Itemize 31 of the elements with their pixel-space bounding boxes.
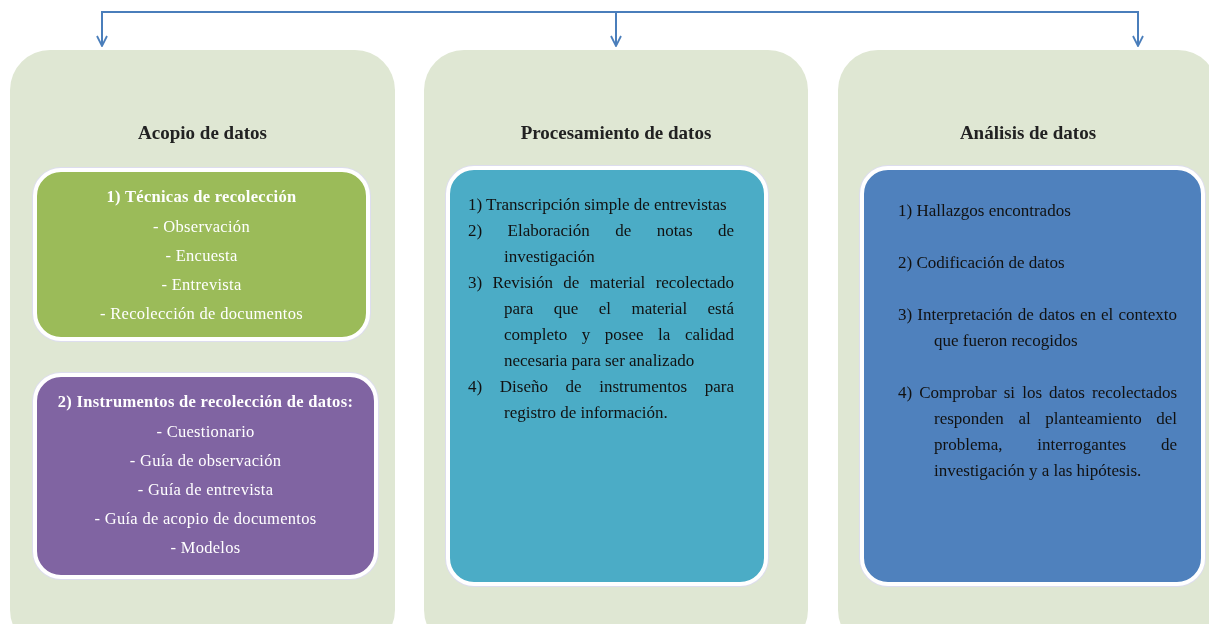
- list-item: - Cuestionario: [155, 421, 256, 443]
- column-panel: [838, 50, 1209, 624]
- content-box: [33, 168, 370, 341]
- list-item: - Guía de observación: [128, 450, 283, 472]
- list-item: - Modelos: [169, 537, 242, 559]
- panel-title: Procesamiento de datos: [519, 122, 713, 144]
- list-item: - Encuesta: [164, 245, 239, 267]
- content-box: [33, 373, 378, 579]
- list-item: 2) Elaboración de notas de investigación: [468, 220, 734, 268]
- list-item: 1) Transcripción simple de entrevistas: [468, 194, 728, 216]
- list-item: - Guía de entrevista: [136, 479, 275, 501]
- panel-title: Acopio de datos: [137, 122, 268, 144]
- arrow: [605, 11, 1144, 47]
- column-panel: [424, 50, 808, 624]
- list-item: - Observación: [152, 216, 251, 238]
- list-item: 4) Comprobar si los datos recolectados responden al planteamiento del problema, interrogantes de investigación y a las hipótesis.: [898, 382, 1177, 482]
- box-heading: 1) Técnicas de recolección: [105, 186, 298, 208]
- list-item: - Guía de acopio de documentos: [93, 508, 318, 530]
- content-box: [860, 166, 1205, 586]
- panel-title: Análisis de datos: [958, 122, 1098, 144]
- column-panel: [10, 50, 395, 624]
- list-item: - Recolección de documentos: [99, 303, 304, 325]
- list-item: 2) Codificación de datos: [898, 252, 1066, 274]
- list-item: 1) Hallazgos encontrados: [898, 200, 1072, 222]
- list-item: 3) Revisión de material recolectado para que el material está completo y posee la calidad necesaria para ser analizado: [468, 272, 734, 372]
- list-item: 4) Diseño de instrumentos para registro de información.: [468, 376, 734, 424]
- arrow: [96, 11, 607, 47]
- box-heading: 2) Instrumentos de recolección de datos:: [56, 391, 355, 413]
- list-item: 3) Interpretación de datos en el contexto que fueron recogidos: [898, 304, 1177, 352]
- content-box: [446, 166, 768, 586]
- list-item: - Entrevista: [160, 274, 243, 296]
